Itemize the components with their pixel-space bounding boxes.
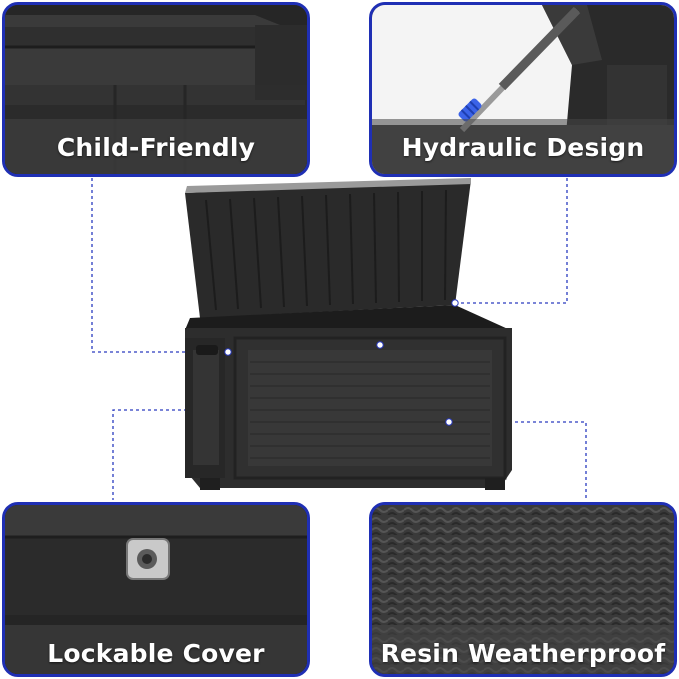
feature-label: Child-Friendly (56, 132, 256, 162)
callout-dots (224, 299, 459, 426)
leader-line-hydraulic (455, 178, 568, 304)
feature-label-band: Resin Weatherproof (372, 625, 674, 674)
callout-dot-resin (445, 418, 453, 426)
leader-line-resin (449, 421, 587, 500)
feature-label: Hydraulic Design (401, 132, 645, 162)
strut-grip (458, 98, 482, 122)
callout-dot-child-friendly (224, 348, 232, 356)
feature-label-band: Hydraulic Design (372, 119, 674, 174)
callout-dot-lockable (376, 341, 384, 349)
feature-panel-lockable-cover: Lockable Cover (2, 502, 310, 677)
feature-panel-child-friendly: Child-Friendly (2, 2, 310, 177)
feature-label-band: Child-Friendly (5, 119, 307, 174)
feature-panel-resin-weatherproof: Resin Weatherproof (369, 502, 677, 677)
feature-label: Lockable Cover (47, 638, 265, 668)
lock-hasp-icon (126, 538, 170, 580)
feature-label: Resin Weatherproof (380, 638, 666, 668)
feature-panel-hydraulic-design: Hydraulic Design (369, 2, 677, 177)
callout-dot-hydraulic (451, 299, 459, 307)
feature-label-band: Lockable Cover (5, 625, 307, 674)
leader-line-child-friendly (91, 178, 228, 353)
